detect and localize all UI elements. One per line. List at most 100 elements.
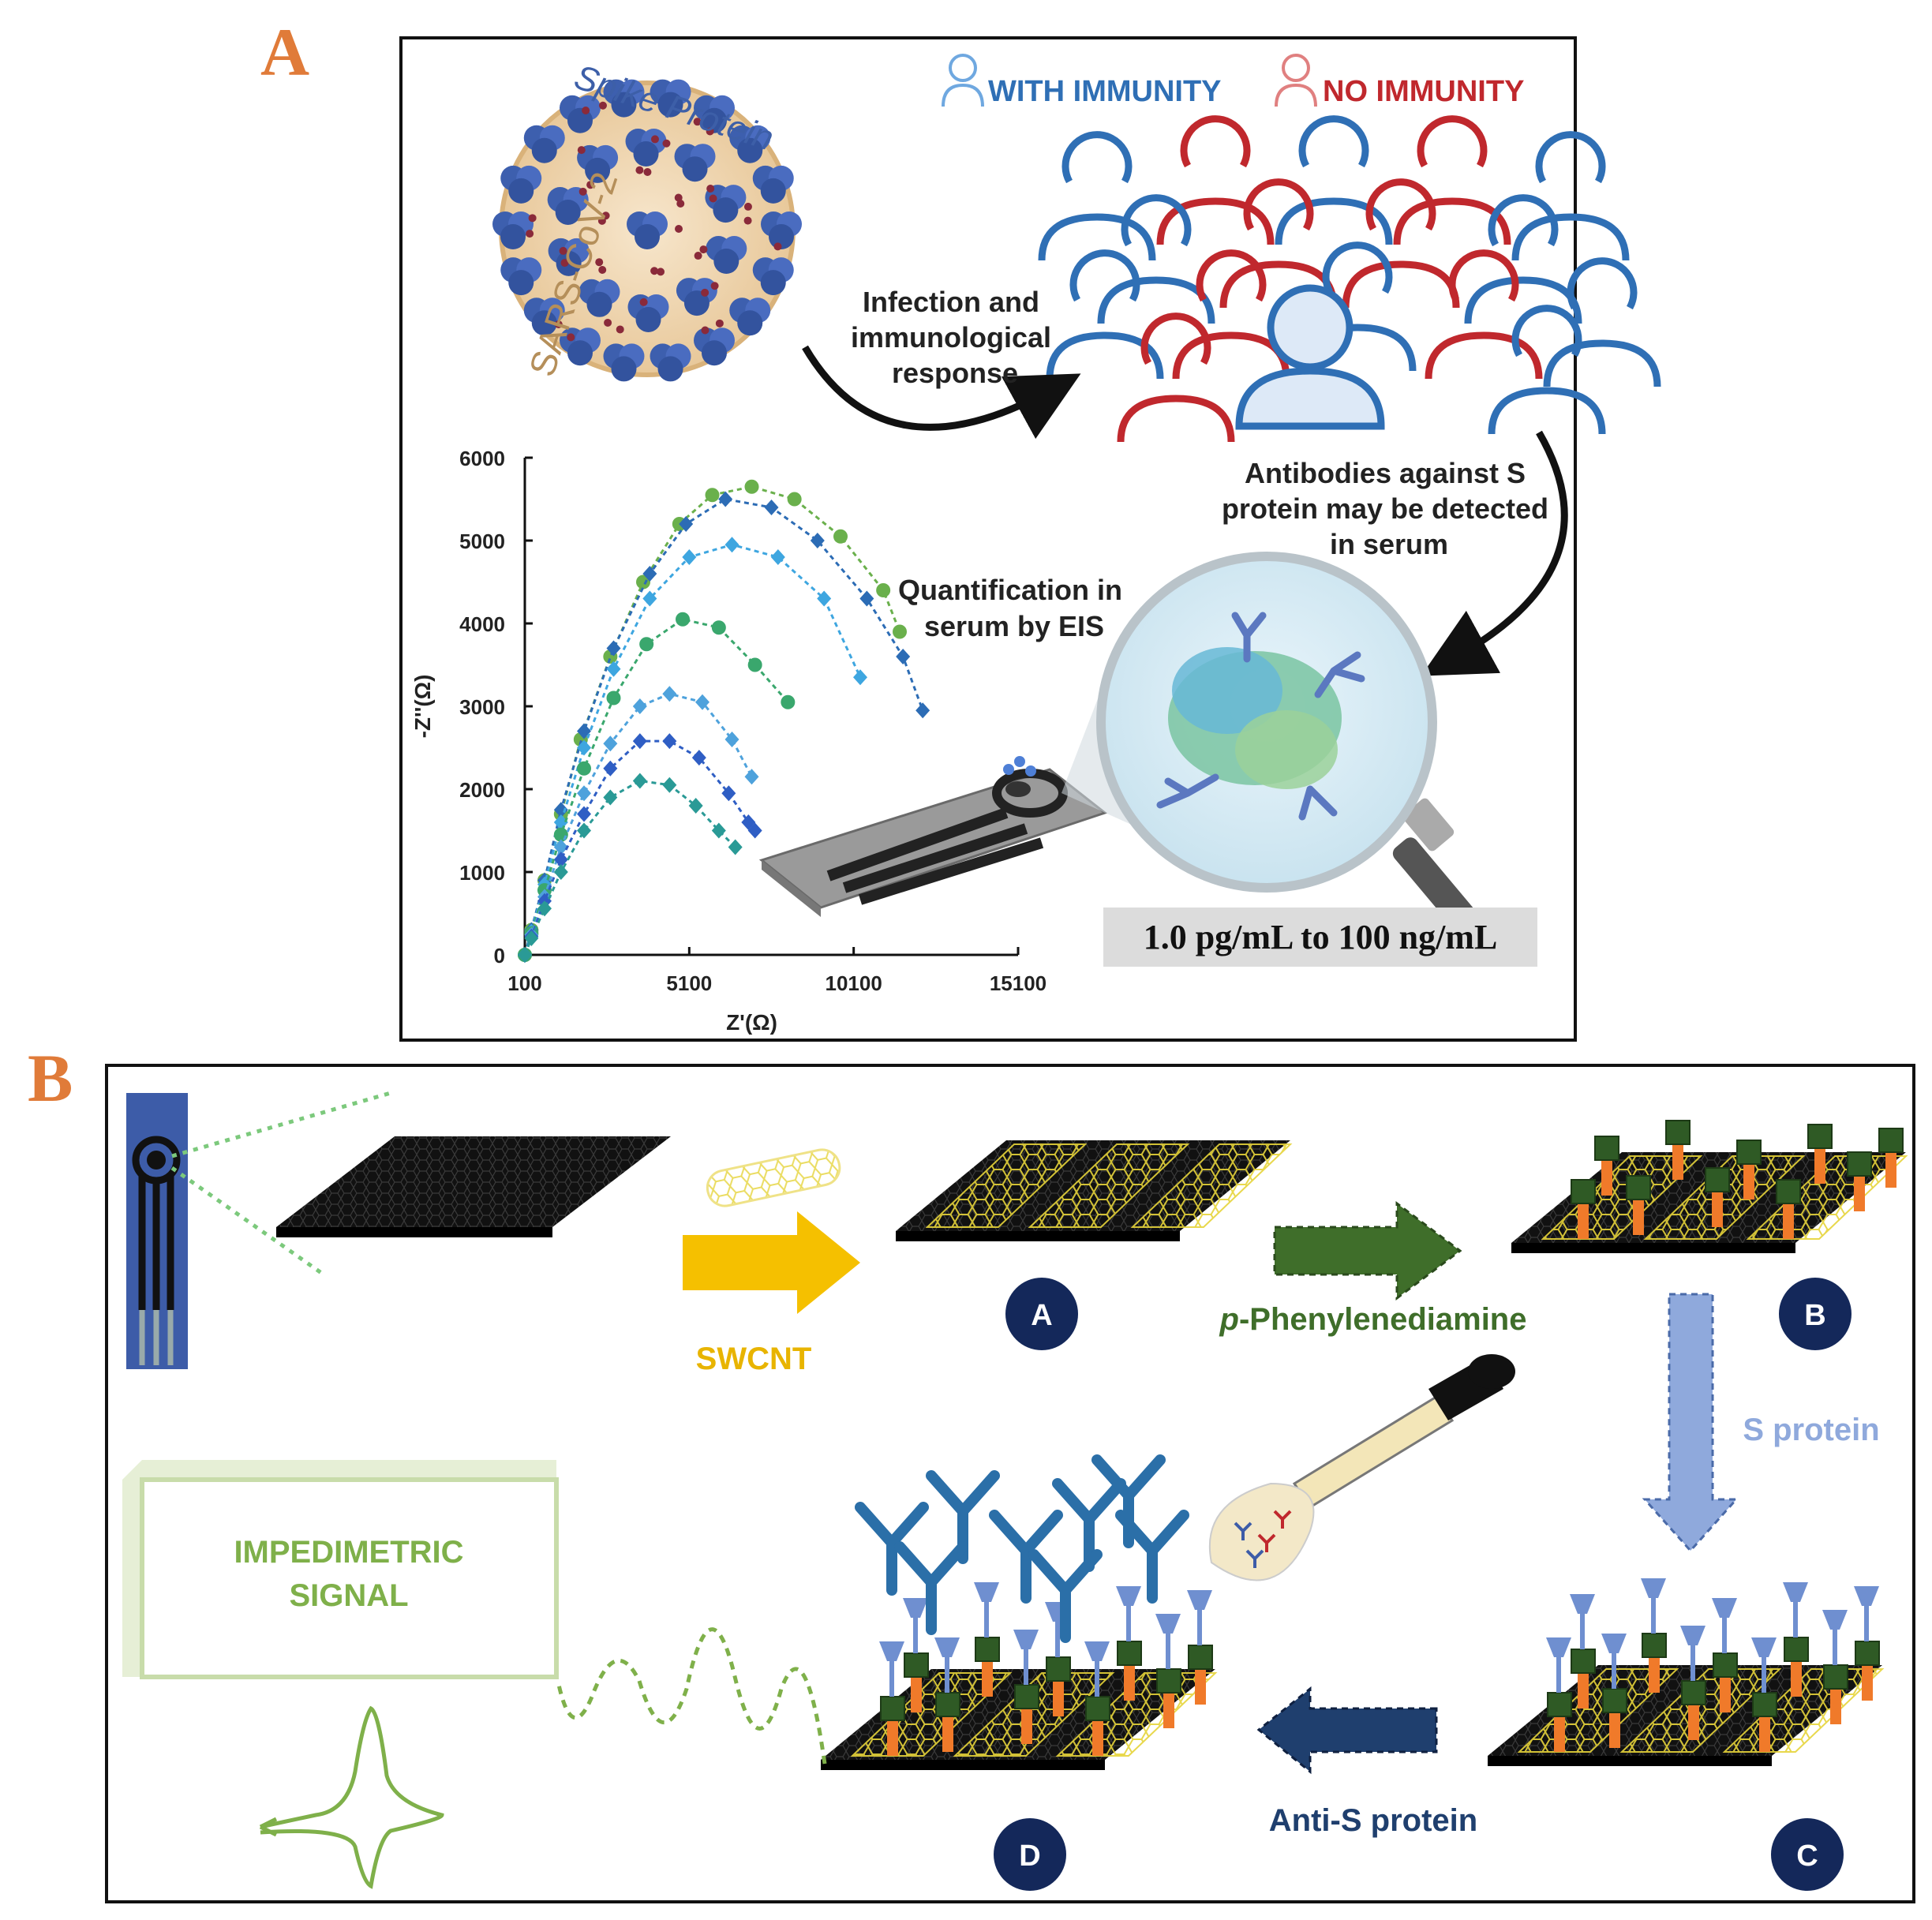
data-point — [632, 698, 647, 714]
surface-step-d — [821, 1454, 1218, 1770]
spike-protein-icon — [1854, 1586, 1879, 1641]
spike-protein-icon — [492, 211, 534, 249]
svg-text:A: A — [1031, 1299, 1052, 1332]
ppd-linker — [1862, 1665, 1873, 1701]
ppd-linker — [1830, 1689, 1841, 1724]
spike-protein-icon — [500, 257, 542, 296]
crowd-population — [1038, 115, 1661, 443]
virus-particle-dot — [701, 326, 710, 335]
virus-particle-dot — [701, 288, 710, 297]
swcnt-layer — [1130, 1143, 1293, 1228]
data-point — [603, 735, 618, 752]
spike-protein-icon — [903, 1598, 928, 1653]
swcnt-arrow — [683, 1211, 860, 1314]
ppd-linker — [1092, 1720, 1103, 1756]
person-outline-icon — [1046, 249, 1164, 380]
sprotein-label: S protein — [1743, 1413, 1879, 1447]
person-outline-icon — [1425, 249, 1543, 380]
data-point — [833, 529, 848, 544]
spike-protein-icon — [560, 327, 601, 366]
spike-protein-icon — [879, 1641, 904, 1697]
ppd-linker — [1720, 1677, 1731, 1712]
virus-particle-dot — [650, 267, 659, 275]
swcnt-layer — [1643, 1155, 1806, 1240]
person-outline-icon — [1275, 54, 1317, 107]
virus-particle-dot — [616, 325, 624, 334]
virus-particle-dot — [604, 318, 612, 327]
y-tick-label: 2000 — [459, 778, 505, 802]
sars-cov-2-virus — [492, 79, 802, 382]
data-point — [662, 777, 677, 793]
spike-protein-icon — [1155, 1614, 1181, 1669]
x-tick-label: 100 — [507, 971, 541, 995]
antibodies-arrow — [1421, 430, 1568, 676]
ppd-linker — [1649, 1657, 1660, 1693]
antigen-cube-icon — [1014, 1684, 1039, 1709]
antigen-cube-icon — [1085, 1696, 1110, 1721]
swcnt-layer — [953, 1672, 1115, 1757]
spike-protein-icon — [694, 327, 735, 366]
ppd-label: p-Phenylenediamine — [1219, 1302, 1527, 1337]
surface-step-c — [1488, 1578, 1885, 1766]
person-front-icon — [1235, 284, 1385, 430]
cv-arrow-icon — [259, 1817, 278, 1837]
spike-protein-icon — [603, 343, 645, 382]
spike-protein-icon — [752, 257, 794, 296]
data-point — [632, 733, 647, 750]
person-outline-icon — [1038, 131, 1156, 261]
svg-text:B: B — [1804, 1299, 1825, 1332]
step-badge-d: D — [994, 1818, 1066, 1891]
virus-particle-dot — [699, 245, 708, 254]
ppd-arrow — [1273, 1201, 1462, 1301]
virus-particle-dot — [560, 259, 569, 268]
virus-particle-dot — [743, 202, 752, 211]
spike-protein-icon — [627, 211, 668, 249]
x-tick-label: 15100 — [990, 971, 1046, 995]
sprotein-arrow — [1642, 1293, 1739, 1553]
spike-protein-icon — [1680, 1626, 1705, 1681]
virus-particle-dot — [582, 107, 590, 115]
ppd-linker — [1601, 1160, 1612, 1196]
data-point — [577, 761, 591, 776]
antigen-cube-icon — [1847, 1151, 1872, 1177]
spike-protein-icon — [578, 279, 620, 317]
virus-particle-dot — [639, 298, 648, 306]
swcnt-layer — [1028, 1143, 1190, 1228]
magnifier-icon — [1061, 552, 1490, 946]
spike-protein-icon — [1013, 1630, 1039, 1685]
antigen-cube-icon — [1807, 1124, 1833, 1149]
ppd-linker — [1021, 1709, 1032, 1744]
person-outline-icon — [1511, 131, 1630, 261]
x-axis-label: Z'(Ω) — [726, 1010, 777, 1035]
antigen-cube-icon — [1571, 1649, 1596, 1674]
data-point — [728, 839, 743, 855]
series-5 — [518, 733, 762, 963]
spike-protein-icon — [1822, 1610, 1848, 1665]
svg-text:IMPEDIMETRIC: IMPEDIMETRIC — [234, 1535, 463, 1570]
impedimetric-signal-box: IMPEDIMETRIC SIGNAL — [122, 1460, 559, 1679]
antibodies-text: Antibodies against S protein may be dete… — [1222, 457, 1556, 560]
ppd-linker — [1885, 1152, 1896, 1188]
step-badge-c: C — [1771, 1818, 1844, 1891]
ppd-linker — [1554, 1716, 1565, 1752]
y-tick-label: 5000 — [459, 530, 505, 553]
ppd-linker — [1163, 1693, 1174, 1728]
infection-text: Infection and immunological response — [851, 286, 1059, 389]
spike-protein-icon — [705, 185, 747, 223]
svg-text:SIGNAL: SIGNAL — [289, 1578, 408, 1613]
virus-particle-dot — [595, 258, 604, 267]
data-point — [679, 516, 694, 532]
series-line — [523, 618, 789, 956]
data-point — [764, 500, 779, 515]
series-line — [523, 497, 924, 956]
virus-particle-dot — [773, 242, 782, 251]
svg-text:WITH IMMUNITY: WITH IMMUNITY — [988, 75, 1222, 108]
data-point — [711, 620, 726, 635]
antigen-cube-icon — [1602, 1688, 1627, 1713]
surface-step-a — [896, 1140, 1293, 1241]
antigen-cube-icon — [1855, 1641, 1880, 1666]
spike-protein-icon — [650, 79, 691, 118]
virus-particle-dot — [743, 216, 752, 225]
y-tick-label: 6000 — [459, 447, 505, 470]
swcnt-layer — [925, 1143, 1088, 1228]
